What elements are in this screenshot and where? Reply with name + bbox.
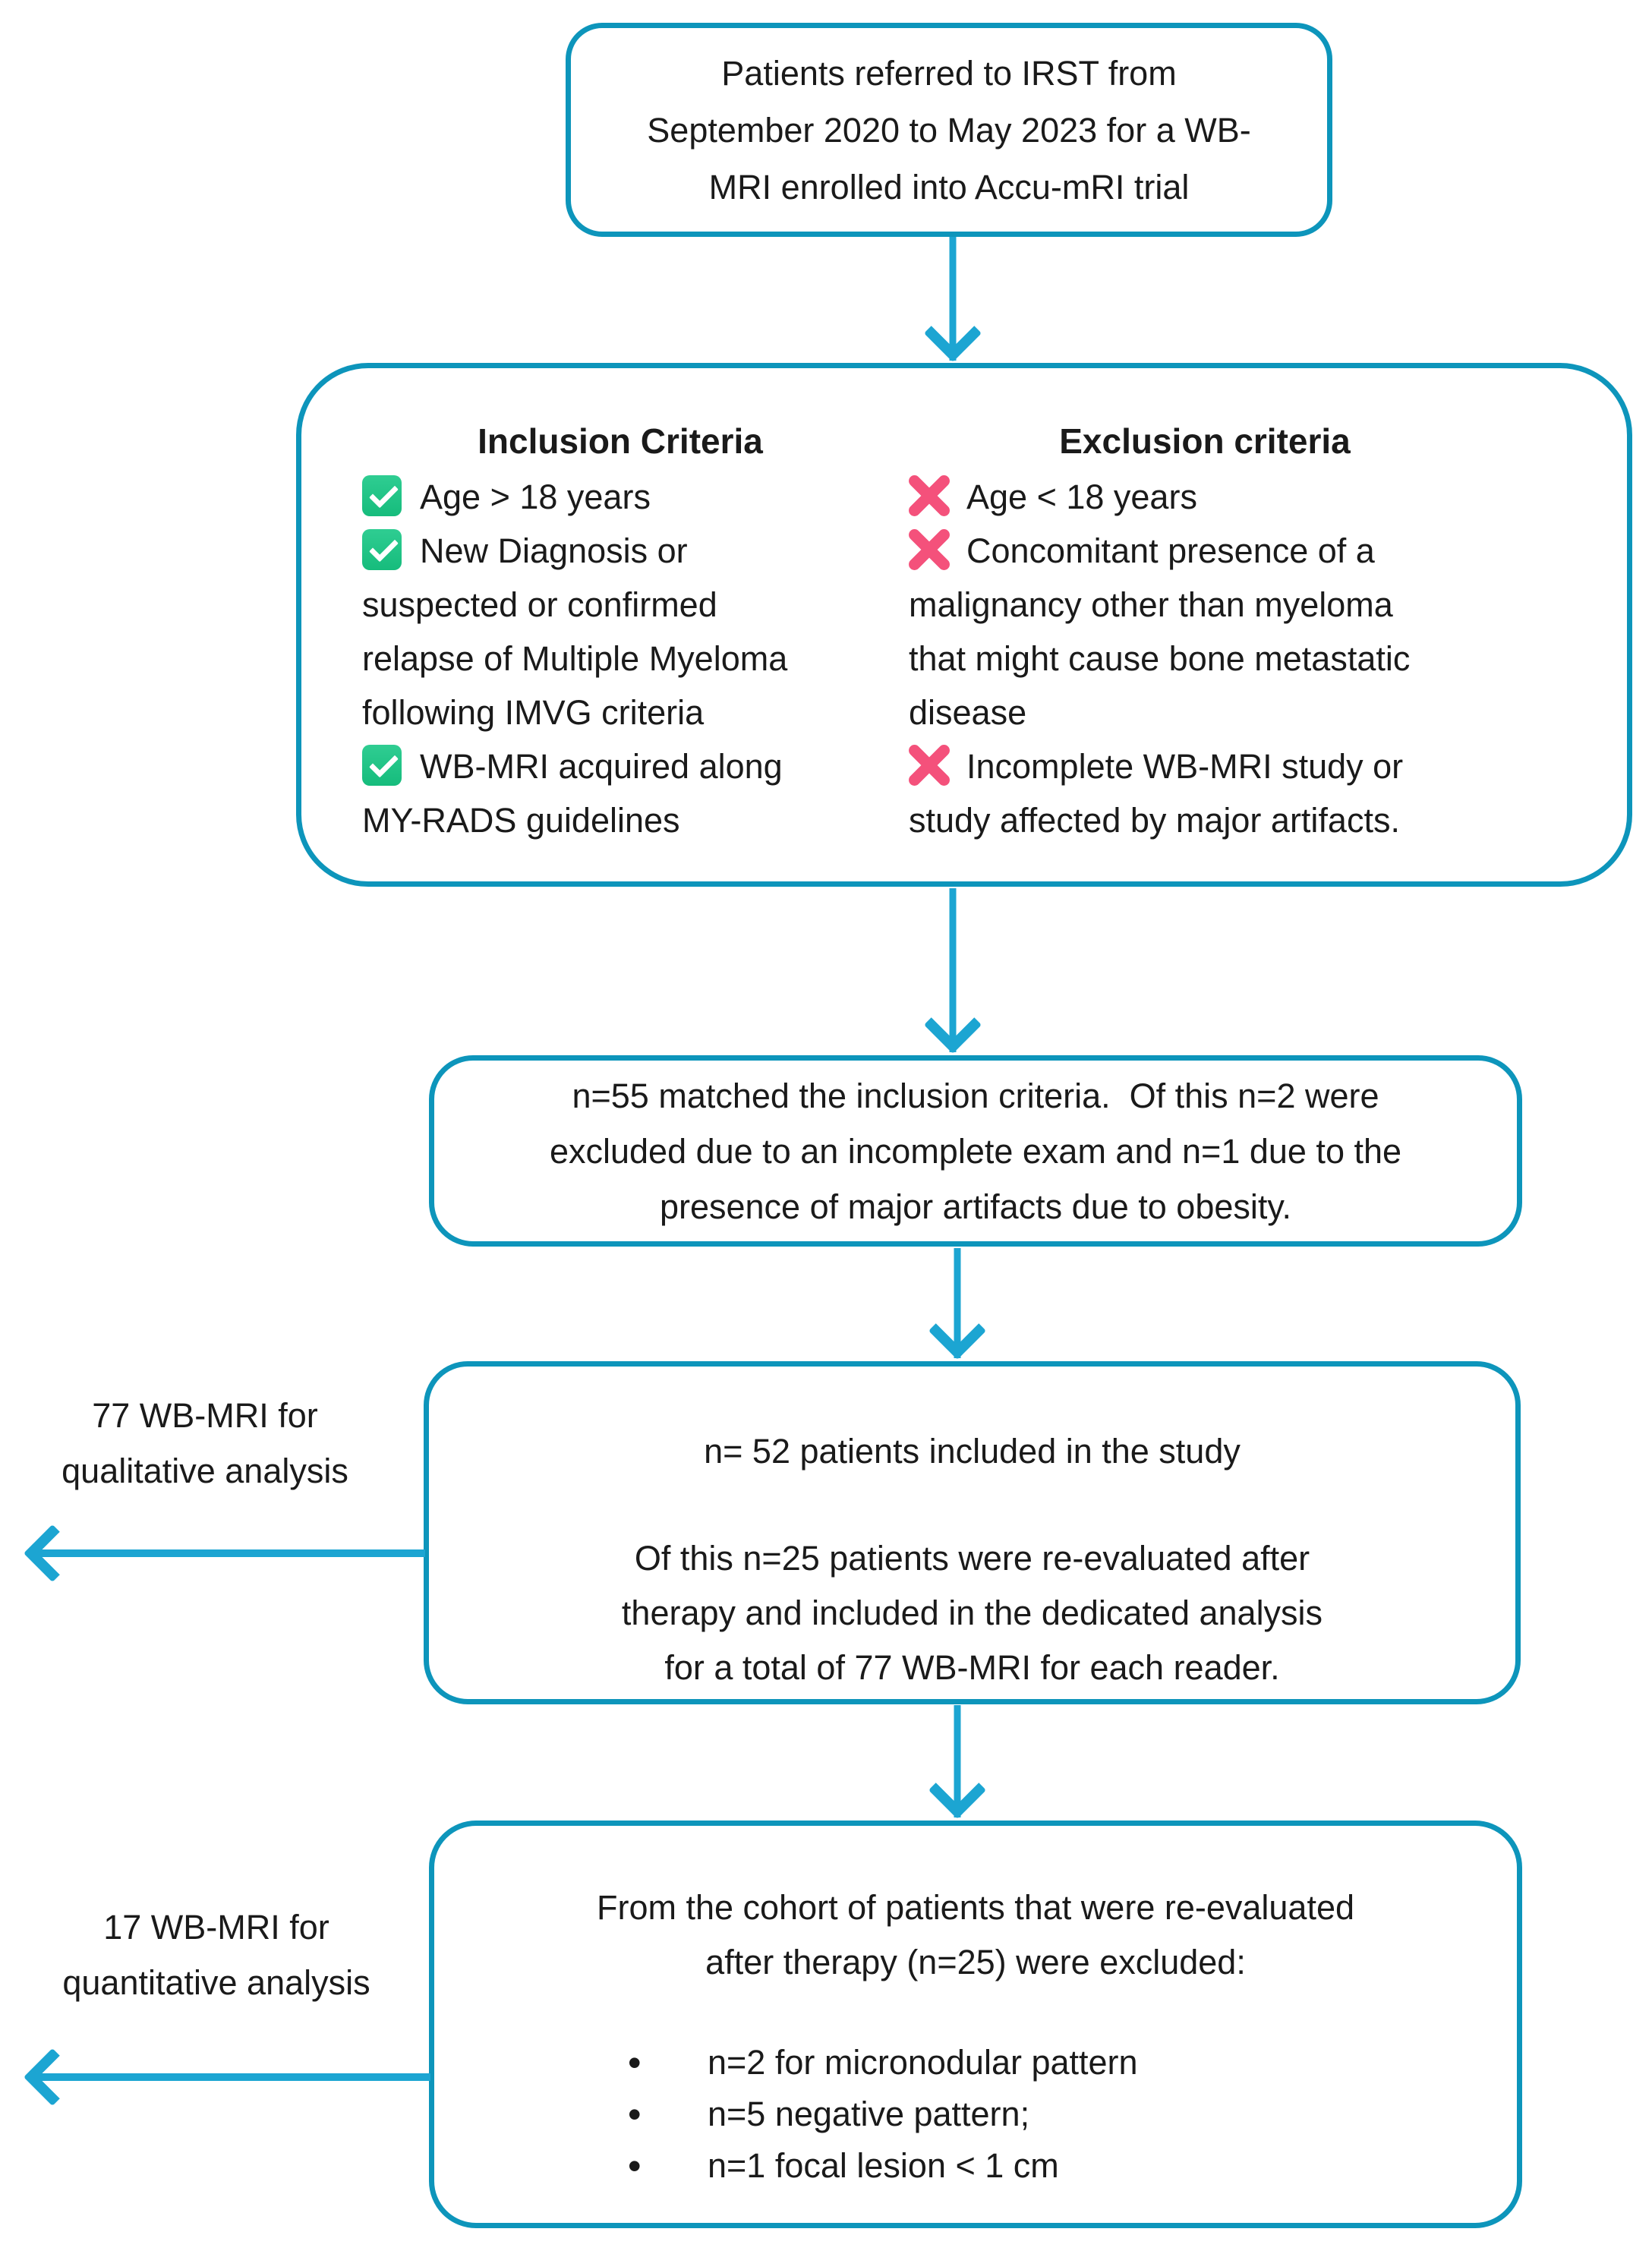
reevaluated-text: for a total of 77 WB-MRI for each reader… (664, 1648, 1280, 1687)
bullet-item: n=5 negative pattern; (628, 2088, 1517, 2140)
arrow-shaft (954, 1248, 961, 1358)
exclusion-item-text: Age < 18 years (966, 478, 1197, 516)
inclusion-item: New Diagnosis or suspected or confirmed … (362, 524, 878, 739)
arrow-head-icon (923, 304, 982, 363)
reevaluated-text: Of this n=25 patients were re-evaluated … (634, 1539, 1310, 1578)
exclusion-column: Exclusion criteria Age < 18 years Concom… (909, 412, 1592, 881)
arrow-shaft (38, 1549, 425, 1557)
check-icon (362, 529, 402, 570)
enrollment-text: MRI enrolled into Accu-mRI trial (708, 167, 1190, 206)
exclusion-item: Incomplete WB-MRI study or study affecte… (909, 739, 1592, 847)
arrow-shaft (954, 1705, 961, 1817)
matched-criteria-box: n=55 matched the inclusion criteria. Of … (429, 1055, 1522, 1247)
matched-criteria-text: excluded due to an incomplete exam and n… (549, 1131, 1402, 1171)
enrollment-text: September 2020 to May 2023 for a WB- (647, 110, 1251, 150)
inclusion-column: Inclusion Criteria Age > 18 years New Di… (362, 412, 878, 881)
included-patients-text: n= 52 patients included in the study (704, 1432, 1241, 1471)
arrow-shaft (949, 888, 957, 1052)
included-patients-box: n= 52 patients included in the study Of … (424, 1361, 1521, 1704)
enrollment-box: Patients referred to IRST from September… (566, 23, 1332, 237)
inclusion-item-text: WB-MRI acquired along (420, 747, 783, 786)
exclusion-item: Concomitant presence of a malignancy oth… (909, 524, 1592, 739)
arrow-head-icon (923, 995, 982, 1054)
exclusion-item-text: malignancy other than myeloma (909, 585, 1393, 624)
matched-criteria-text: presence of major artifacts due to obesi… (659, 1187, 1292, 1226)
exclusion-item-text: study affected by major artifacts. (909, 801, 1400, 840)
arrow-head-icon (23, 1524, 82, 1583)
matched-criteria-text: n=55 matched the inclusion criteria. Of … (572, 1076, 1379, 1115)
cross-icon (909, 745, 950, 786)
exclusion-bullet-list: n=2 for micronodular pattern n=5 negativ… (434, 2037, 1517, 2192)
inclusion-item-text: relapse of Multiple Myeloma (362, 639, 788, 678)
arrow-head-icon (928, 1301, 987, 1360)
quantitative-exclusions-box: From the cohort of patients that were re… (429, 1821, 1522, 2228)
quantitative-exclusions-header: From the cohort of patients that were re… (434, 1880, 1517, 1990)
reevaluated-text: therapy and included in the dedicated an… (621, 1594, 1323, 1632)
criteria-box: Inclusion Criteria Age > 18 years New Di… (296, 363, 1632, 887)
check-icon (362, 475, 402, 516)
exclusion-item-text: Incomplete WB-MRI study or (966, 747, 1404, 786)
arrow-down-4 (923, 1705, 992, 1821)
quantitative-exclusions-text: From the cohort of patients that were re… (596, 1888, 1355, 1927)
exclusion-item: Age < 18 years (909, 470, 1592, 524)
inclusion-item-text: suspected or confirmed (362, 585, 717, 624)
inclusion-item-text: MY-RADS guidelines (362, 801, 680, 840)
arrow-down-2 (919, 888, 987, 1056)
inclusion-item-text: Age > 18 years (420, 478, 651, 516)
arrow-head-icon (928, 1761, 987, 1820)
inclusion-item-text: New Diagnosis or (420, 531, 688, 570)
quantitative-analysis-label: 17 WB-MRI for quantitative analysis (62, 1908, 370, 2002)
cross-icon (909, 529, 950, 570)
inclusion-item: WB-MRI acquired along MY-RADS guidelines (362, 739, 878, 847)
arrow-left-quantitative (23, 2045, 430, 2109)
exclusion-title: Exclusion criteria (1059, 421, 1351, 461)
exclusion-item-text: Concomitant presence of a (966, 531, 1375, 570)
quantitative-exclusions-text: after therapy (n=25) were excluded: (705, 1943, 1246, 1981)
exclusion-item-text: that might cause bone metastatic (909, 639, 1411, 678)
arrow-head-icon (23, 2048, 82, 2107)
enrollment-text: Patients referred to IRST from (721, 53, 1177, 93)
qualitative-analysis-label: 77 WB-MRI for qualitative analysis (61, 1396, 348, 1490)
bullet-item: n=2 for micronodular pattern (628, 2037, 1517, 2088)
arrow-shaft (38, 2073, 430, 2081)
arrow-down-3 (923, 1248, 992, 1362)
arrow-shaft (949, 237, 957, 361)
arrow-down-1 (919, 237, 987, 364)
bullet-item: n=1 focal lesion < 1 cm (628, 2140, 1517, 2192)
inclusion-title: Inclusion Criteria (478, 421, 763, 461)
inclusion-item: Age > 18 years (362, 470, 878, 524)
exclusion-item-text: disease (909, 693, 1027, 732)
arrow-left-qualitative (23, 1521, 425, 1585)
cross-icon (909, 475, 950, 516)
reevaluated-paragraph: Of this n=25 patients were re-evaluated … (429, 1531, 1515, 1695)
inclusion-item-text: following IMVG criteria (362, 693, 705, 732)
check-icon (362, 745, 402, 786)
